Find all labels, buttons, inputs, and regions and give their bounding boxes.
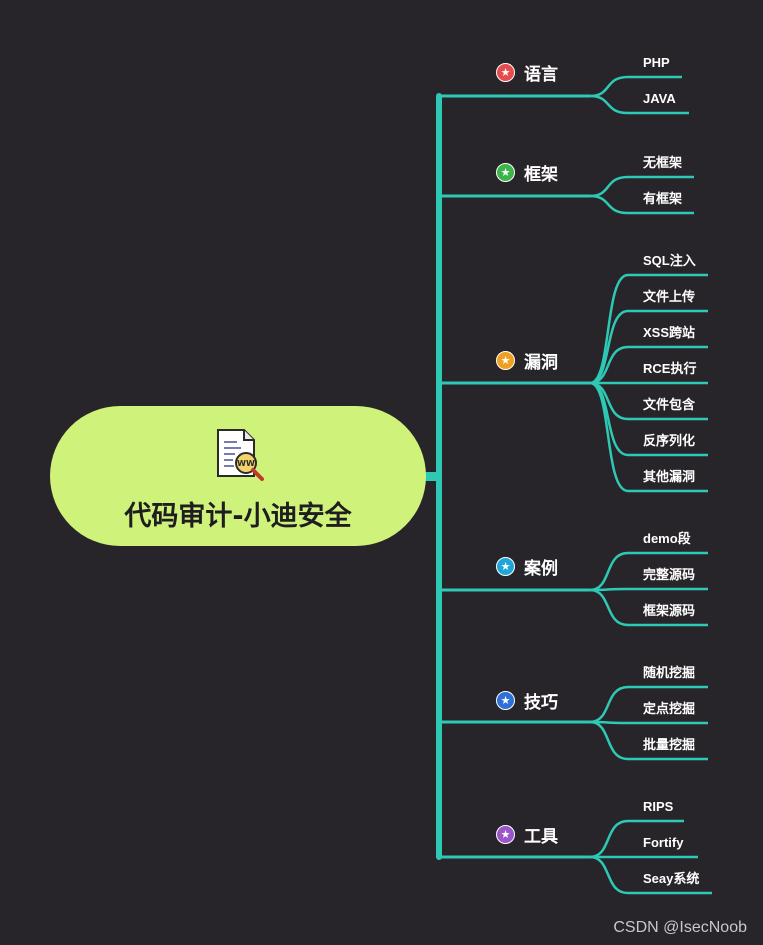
leaf-label: RIPS bbox=[643, 799, 674, 814]
leaf-label: 随机挖掘 bbox=[643, 665, 696, 680]
branch-node: ★ 案例 bbox=[496, 553, 558, 579]
leaf-connector bbox=[589, 720, 708, 761]
star-icon: ★ bbox=[496, 162, 515, 182]
branch-label: 框架 bbox=[524, 164, 558, 185]
leaf-label: 反序列化 bbox=[643, 433, 696, 448]
branch-label: 语言 bbox=[524, 64, 558, 85]
branch-label: 漏洞 bbox=[524, 352, 558, 373]
branch-node: ★ 漏洞 bbox=[496, 347, 558, 373]
leaf-connector bbox=[589, 551, 708, 592]
leaf-connector bbox=[589, 345, 708, 385]
leaf-connector bbox=[589, 588, 708, 627]
star-icon: ★ bbox=[496, 62, 515, 82]
leaf-connector bbox=[589, 381, 708, 493]
leaf-label: PHP bbox=[643, 55, 670, 70]
leaf-label: 定点挖掘 bbox=[643, 701, 696, 716]
leaf-label: 文件包含 bbox=[643, 397, 696, 412]
root-connector bbox=[424, 472, 438, 481]
leaf-label: 文件上传 bbox=[643, 289, 696, 304]
star-icon: ★ bbox=[496, 556, 515, 576]
leaf-connector bbox=[589, 587, 708, 592]
leaf-connector bbox=[589, 685, 708, 724]
star-icon: ★ bbox=[496, 690, 515, 710]
leaf-connector bbox=[589, 855, 712, 895]
leaf-label: 完整源码 bbox=[643, 567, 696, 582]
leaf-label: Fortify bbox=[643, 835, 684, 850]
leaf-connector bbox=[589, 720, 708, 725]
leaf-label: 框架源码 bbox=[643, 603, 696, 618]
leaf-label: demo段 bbox=[643, 531, 691, 546]
leaf-label: 批量挖掘 bbox=[643, 737, 696, 752]
leaf-connector bbox=[589, 273, 708, 385]
branch-node: ★ 框架 bbox=[496, 159, 558, 185]
leaf-connector bbox=[589, 819, 684, 859]
leaf-label: 其他漏洞 bbox=[643, 469, 696, 484]
code-audit-document-icon: WW bbox=[217, 429, 264, 481]
leaf-label: 无框架 bbox=[643, 155, 683, 170]
branch-node: ★ 技巧 bbox=[496, 687, 558, 713]
branch-label: 工具 bbox=[524, 826, 558, 847]
leaf-connector bbox=[589, 309, 708, 385]
leaf-connector bbox=[589, 94, 689, 115]
branch-label: 案例 bbox=[524, 558, 558, 579]
leaf-label: JAVA bbox=[643, 91, 676, 106]
leaf-connector bbox=[589, 194, 694, 215]
branch-node: ★ 语言 bbox=[496, 59, 558, 85]
svg-text:WW: WW bbox=[237, 459, 255, 468]
leaf-label: XSS跨站 bbox=[643, 325, 696, 340]
leaf-label: SQL注入 bbox=[643, 253, 696, 268]
branch-label: 技巧 bbox=[524, 692, 558, 713]
root-node: WW 代码审计-小迪安全 bbox=[50, 406, 426, 546]
leaf-label: 有框架 bbox=[643, 191, 683, 206]
star-icon: ★ bbox=[496, 824, 515, 844]
branch-node: ★ 工具 bbox=[496, 821, 558, 847]
watermark: CSDN @IsecNoob bbox=[613, 919, 747, 936]
leaf-label: RCE执行 bbox=[643, 361, 697, 376]
star-icon: ★ bbox=[496, 350, 515, 370]
leaf-label: Seay系统 bbox=[643, 871, 700, 886]
root-title: 代码审计-小迪安全 bbox=[124, 501, 352, 532]
